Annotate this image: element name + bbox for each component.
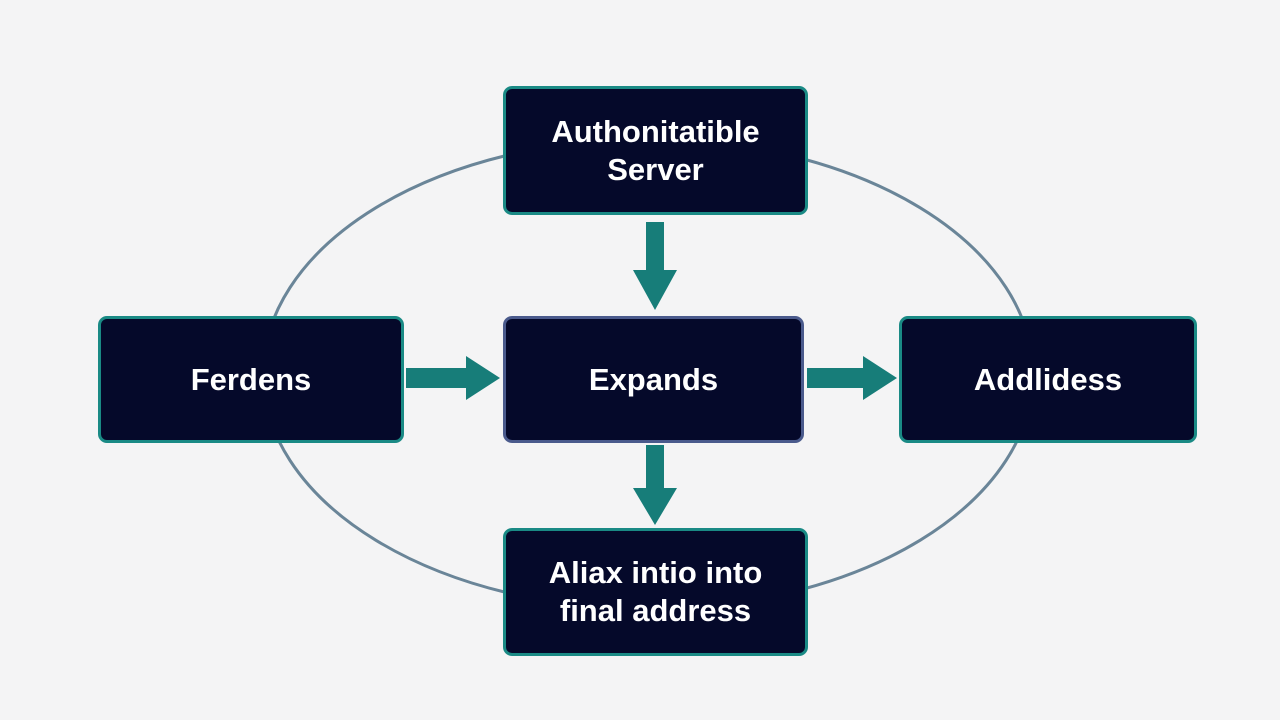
node-expands: Expands	[503, 316, 804, 443]
node-label: Ferdens	[190, 361, 312, 397]
arrow-left-to-center	[406, 356, 500, 400]
node-label: Expands	[588, 361, 719, 397]
arrow-center-to-right	[807, 356, 897, 400]
node-label: Addlidess	[973, 361, 1123, 397]
arrow-top-to-center	[633, 222, 677, 310]
arrow-center-to-bottom	[633, 445, 677, 525]
node-addlidess: Addlidess	[899, 316, 1197, 443]
node-label: Aliax intio into final address	[548, 555, 763, 628]
node-label: Authonitatible Server	[551, 113, 760, 187]
node-authoritative-server: Authonitatible Server	[503, 86, 808, 215]
node-final-address: Aliax intio into final address	[503, 528, 808, 656]
node-ferdens: Ferdens	[98, 316, 404, 443]
